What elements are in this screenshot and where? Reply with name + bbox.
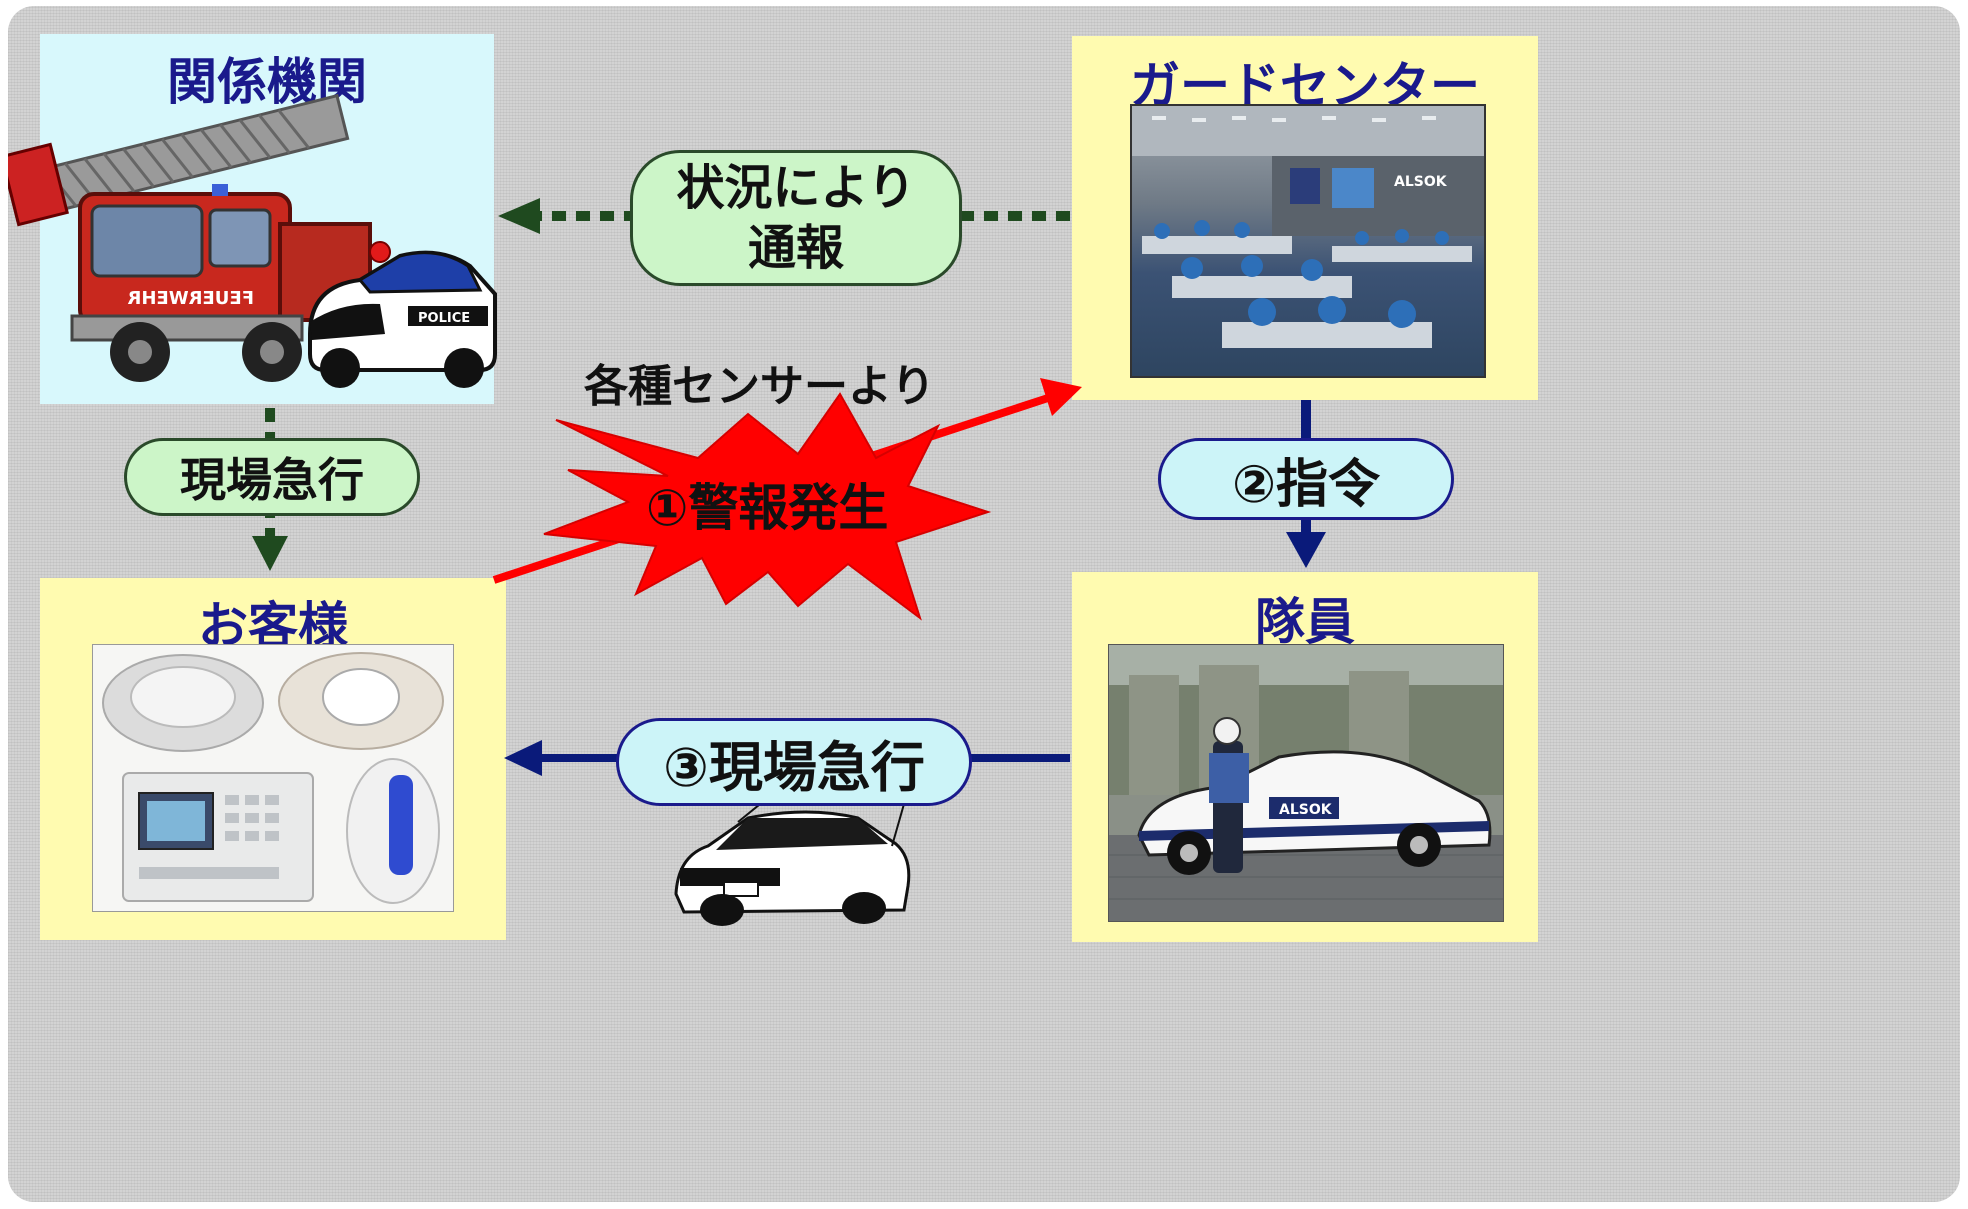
command-arrow-head — [1286, 532, 1326, 568]
rush-guard-label: ③現場急行 — [616, 718, 972, 806]
alarm-starburst — [543, 392, 992, 621]
alarm-arrow-head — [1040, 378, 1082, 416]
alsok-wall-logo: ALSOK — [1394, 174, 1448, 190]
alarm-label: ①警報発生 — [646, 479, 889, 537]
police-car-text: POLICE — [418, 311, 470, 326]
police-car: POLICE — [308, 241, 497, 388]
fire-truck-illustration: FEUERWEHR POLICE — [8, 93, 497, 388]
dotted-arrow-rush-head — [252, 536, 288, 571]
fire-truck-text: FEUERWEHR — [127, 288, 254, 309]
guard-with-car-photo: ALSOK — [1108, 644, 1504, 922]
sensor-label: 各種センサーより — [584, 361, 936, 412]
dotted-arrow-notify-head — [498, 198, 540, 234]
notify-label-line2: 通報 — [747, 220, 844, 276]
guard-title: 隊員 — [1255, 593, 1355, 651]
control-room-photo: ALSOK — [1130, 104, 1486, 378]
notify-label: 状況により 通報 — [630, 150, 962, 286]
security-devices-photo — [92, 644, 454, 912]
panel-guard: 隊員 ALSOK — [1072, 572, 1538, 942]
panel-customer: お客様 — [40, 578, 506, 940]
diagram-frame: 関係機関 FE — [8, 6, 1960, 1202]
command-label: ②指令 — [1158, 438, 1454, 520]
rush-arrow-head — [504, 740, 542, 776]
patrol-car-illustration — [674, 795, 911, 926]
arrows-overlay — [252, 198, 1326, 926]
panel-related-agencies: 関係機関 FE — [8, 34, 497, 404]
notify-label-line1: 状況により — [676, 160, 916, 216]
alsok-car-logo: ALSOK — [1279, 802, 1333, 818]
rush-related-label: 現場急行 — [124, 438, 420, 516]
panel-guard-center: ガードセンター ALSOK — [1072, 36, 1538, 400]
